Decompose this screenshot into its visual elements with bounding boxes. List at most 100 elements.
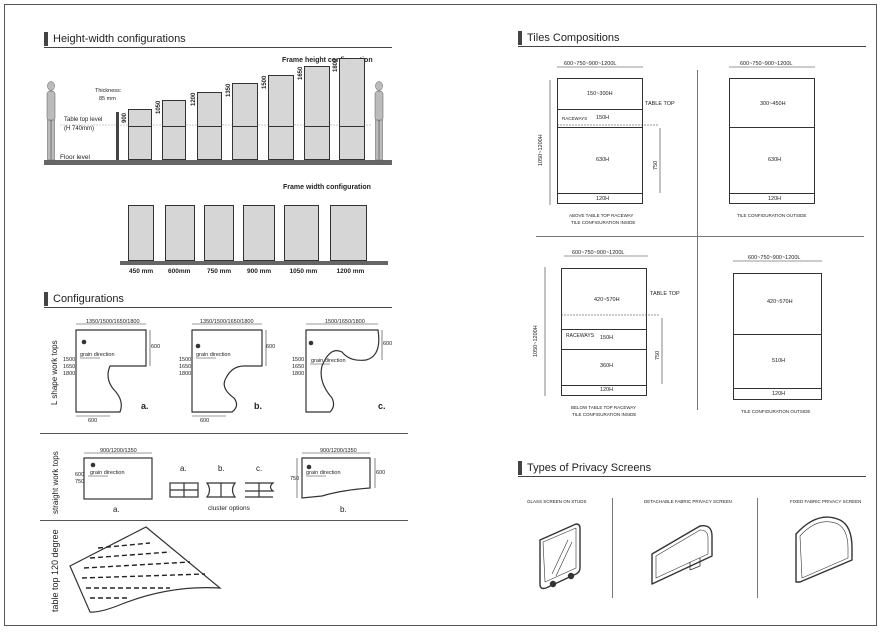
tile-label: 120H [596, 196, 610, 202]
l-letter-a: a. [141, 401, 149, 411]
tiles-width-dim-1: 600~750~900~1200L [564, 61, 617, 67]
width-panel [284, 205, 319, 261]
l-dim-top-b: 1350/1500/1650/1800 [200, 319, 254, 325]
tile-label: 150H [600, 335, 614, 341]
tiles-dim-750-3: 750 [655, 350, 661, 360]
tile-label: 420~570H [594, 297, 620, 303]
l-letter-b: b. [254, 401, 262, 411]
frame-height-title: Frame height configuration [282, 57, 373, 64]
l-side-dim: 1800 [292, 371, 305, 377]
l-side-dim: 1650 [292, 364, 305, 370]
height-value-label: 1800 [333, 58, 339, 72]
l-side-dim: 1500 [63, 357, 76, 363]
tile-label: 300~450H [760, 101, 786, 107]
tiles-divider-h [536, 236, 864, 237]
section-title-privacy: Types of Privacy Screens [518, 461, 651, 475]
straight-side-dim: 600 [75, 472, 85, 478]
l-dim-600-c: 600 [383, 341, 393, 347]
privacy-type-detachable: DETACHABLE FABRIC PRIVACY SCREEN [644, 499, 732, 504]
tile-panel-q1: 150~300H RACEWAYS 150H 630H 120H [557, 78, 643, 204]
thickness-label: Thickness: [95, 88, 122, 94]
row-label-120: table top 120 degree [50, 529, 60, 612]
height-value-label: 900 [122, 112, 128, 123]
height-value-label: 1350 [226, 84, 232, 98]
straight-dim-750-b: 750 [290, 476, 300, 482]
section-rule [44, 307, 392, 308]
tiles-divider-v [697, 70, 698, 410]
l-dim-600-a: 600 [151, 344, 161, 350]
section-title-tiles: Tiles Compositions [518, 31, 620, 45]
width-panel [204, 205, 234, 261]
tiles-caption: ABOVE TABLE TOP RACEWAY [569, 213, 634, 218]
tile-panel-q4: 420~570H 510H 120H [733, 273, 822, 400]
l-side-dim: 1650 [63, 364, 76, 370]
l-side-dim: 1800 [179, 371, 192, 377]
section-rule [518, 476, 866, 477]
tiles-width-dim-2: 600~750~900~1200L [740, 61, 793, 67]
tiles-width-dim-4: 600~750~900~1200L [748, 255, 801, 261]
l-side-dim: 1650 [179, 364, 192, 370]
grain-direction-label: grain direction [90, 470, 125, 476]
grain-direction-label: grain direction [80, 352, 115, 358]
row-label-l-shape: L shape work tops [50, 340, 59, 405]
raceways-label: RACEWAYS [562, 116, 588, 121]
l-dim-600-b: 600 [266, 344, 276, 350]
height-bar-900 [128, 108, 152, 160]
tile-label: 120H [768, 196, 782, 202]
height-bar-1650 [304, 66, 330, 160]
straight-side-dim: 750 [75, 479, 85, 485]
tile-label: 150H [596, 115, 610, 121]
tiles-caption: BELOW TABLE TOP RACEWAY [571, 405, 637, 410]
l-dim-bottom-b: 600 [200, 418, 210, 424]
section-title-configurations: Configurations [44, 292, 124, 306]
straight-dim-top-b: 900/1200/1350 [320, 448, 357, 454]
l-letter-c: c. [378, 401, 386, 411]
tile-label: 420~570H [767, 299, 793, 305]
straight-letter-b: b. [340, 505, 347, 514]
config-row-divider [40, 433, 408, 434]
grain-direction-label: grain direction [196, 352, 231, 358]
tile-panel-q3: 420~570H RACEWAYS 150H 360H 120H [561, 268, 647, 396]
table-top-value: (H 740mm) [64, 126, 95, 132]
row-label-straight: straight work tops [51, 451, 60, 514]
width-floor [120, 261, 388, 265]
straight-dim-600-b: 600 [376, 470, 386, 476]
l-dim-bottom-a: 600 [88, 418, 98, 424]
grain-direction-label: grain direction [311, 358, 346, 364]
l-dim-top-c: 1500/1650/1800 [325, 319, 365, 325]
tile-panel-q2: 300~450H 630H 120H [729, 78, 815, 204]
tiles-caption: TILE CONFIGURATION INSIDE [572, 412, 637, 417]
tiles-height-dim-1: 1050~1200H [538, 134, 544, 166]
section-title-height-width: Height-width configurations [44, 32, 186, 46]
tiles-caption: TILE CONFIGURATION OUTSIDE [741, 409, 811, 414]
thickness-value: 85 mm [99, 96, 116, 102]
height-value-label: 1050 [156, 101, 162, 115]
tiles-caption: TILE CONFIGURATION INSIDE [571, 220, 636, 225]
cluster-letter-a: a. [180, 464, 187, 473]
page-frame [4, 4, 877, 626]
height-value-label: 1500 [262, 75, 268, 89]
straight-letter-a: a. [113, 505, 120, 514]
width-panel [165, 205, 195, 261]
floor-label: Floor level [60, 154, 90, 161]
table-top-label: Table top level [64, 117, 103, 123]
width-label: 750 mm [207, 268, 232, 275]
width-panel [128, 205, 154, 261]
cluster-letter-c: c. [256, 464, 263, 473]
privacy-divider [757, 498, 758, 598]
table-top-label-3: TABLE TOP [650, 291, 680, 297]
tiles-width-dim-3: 600~750~900~1200L [572, 250, 625, 256]
tile-label: 630H [596, 157, 610, 163]
tile-label: 150~300H [587, 91, 613, 97]
width-panel [243, 205, 275, 261]
width-label: 1050 mm [289, 268, 318, 275]
privacy-type-fixed: FIXED FABRIC PRIVACY SCREEN [790, 499, 862, 504]
l-dim-top-a: 1350/1500/1650/1800 [86, 319, 140, 325]
privacy-divider [612, 498, 613, 598]
width-panel [330, 205, 367, 261]
width-label: 450 mm [129, 268, 154, 275]
section-rule [44, 47, 392, 48]
tiles-dim-750-1: 750 [653, 160, 659, 170]
tile-label: 360H [600, 363, 614, 369]
tile-label: 510H [772, 358, 786, 364]
